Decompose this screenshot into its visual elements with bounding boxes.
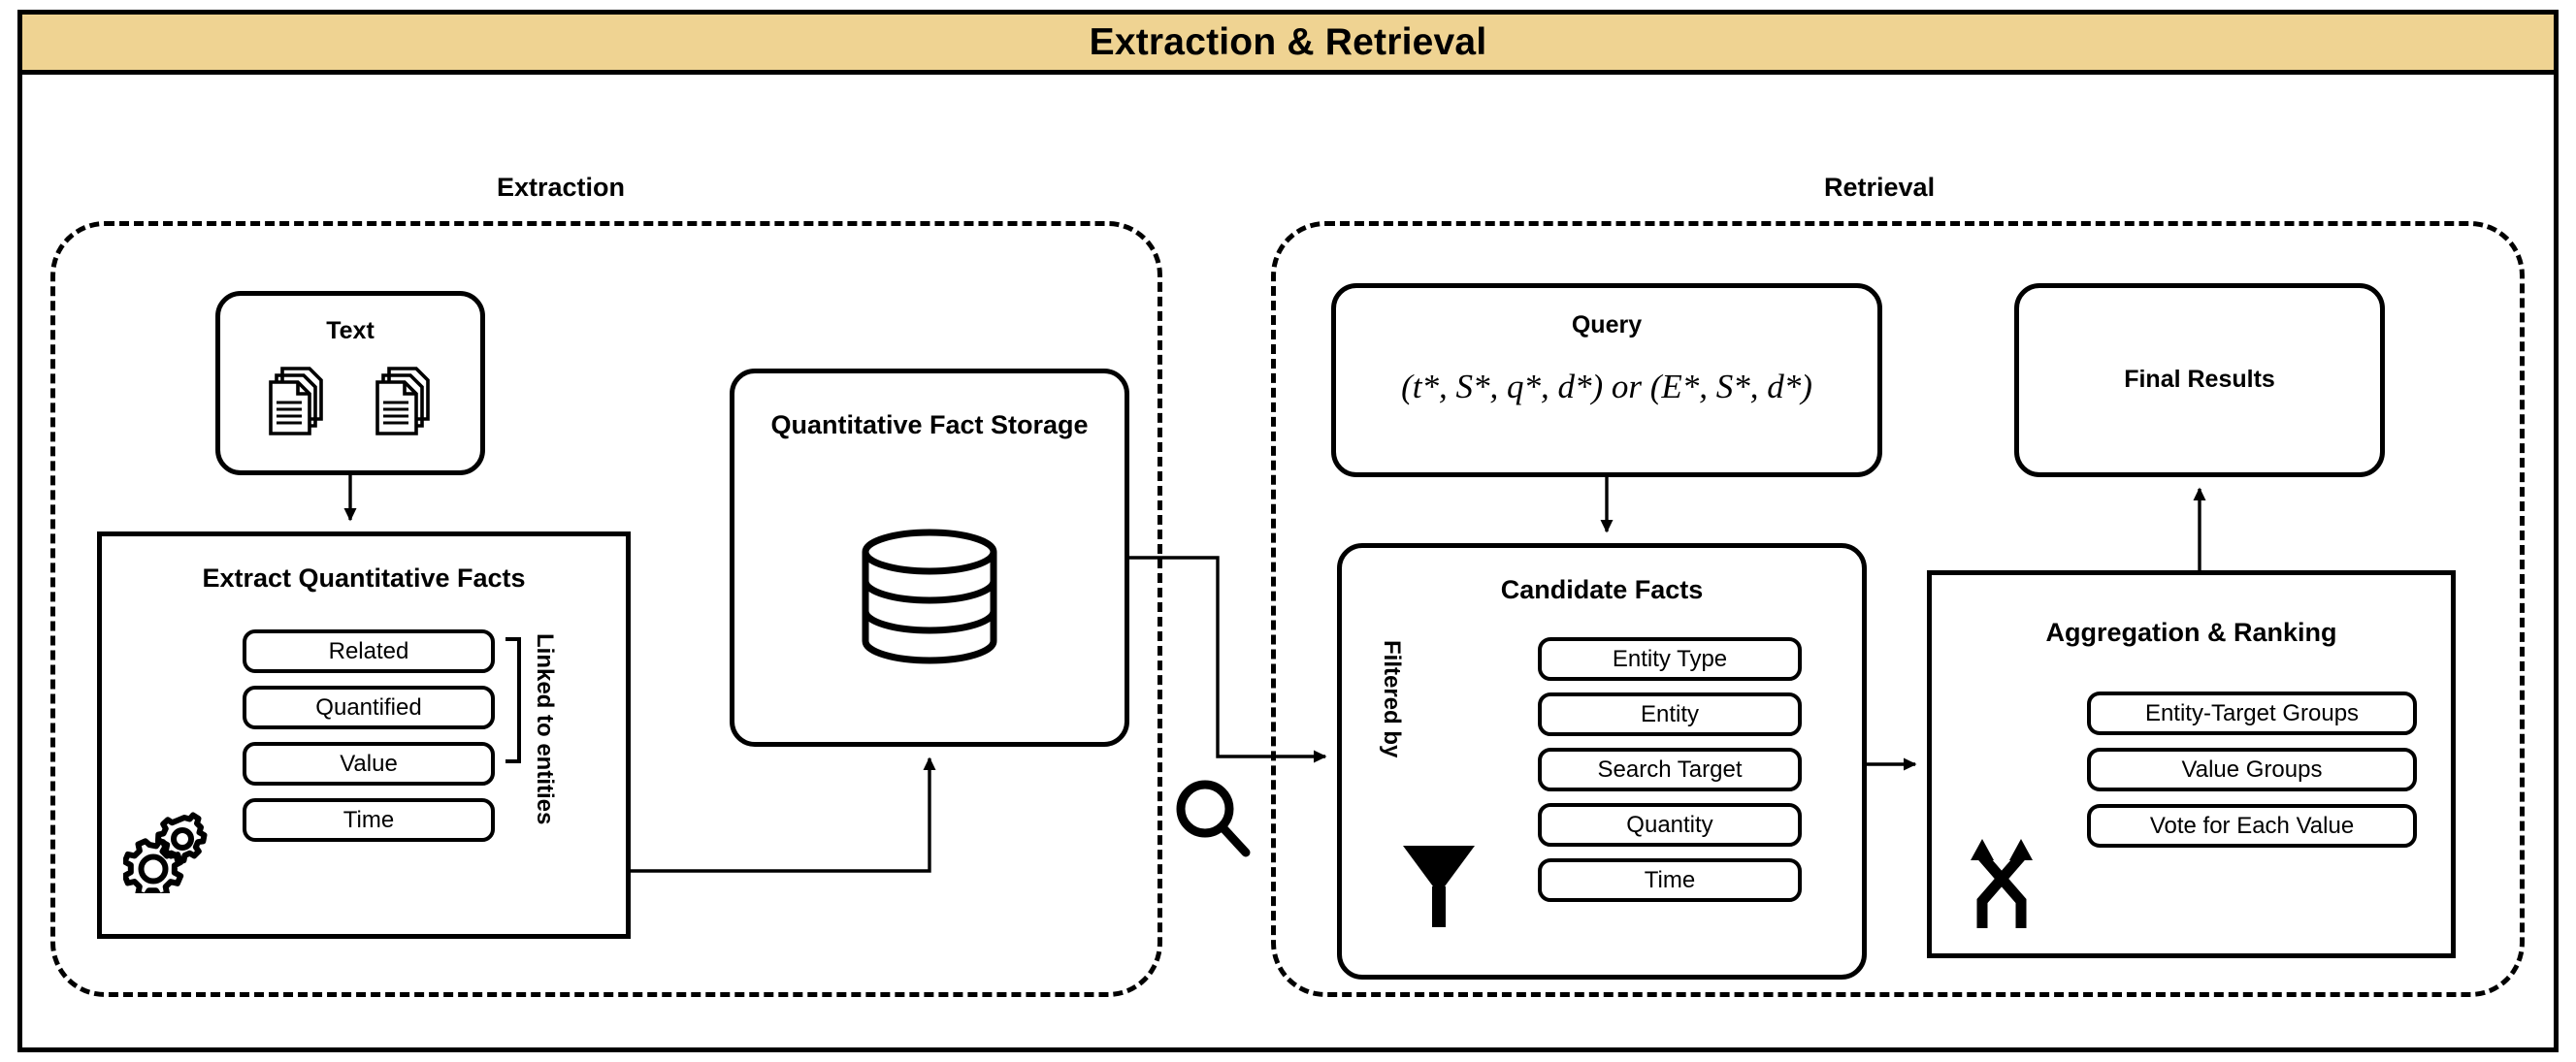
database-cylinder-icon: [849, 529, 1010, 669]
field-pill-value-groups: Value Groups: [2087, 748, 2417, 791]
aggregation-ranking-box: Aggregation & Ranking Entity-Target Grou…: [1927, 570, 2456, 958]
field-pill-quantified: Quantified: [243, 686, 495, 729]
extract-quantitative-facts-box: Extract Quantitative Facts Related Quant…: [97, 531, 631, 939]
aggregation-field-list: Entity-Target Groups Value Groups Vote f…: [2087, 692, 2417, 848]
field-pill-related: Related: [243, 629, 495, 673]
text-box-title: Text: [326, 317, 375, 344]
field-pill-entity-target-groups: Entity-Target Groups: [2087, 692, 2417, 735]
document-stack-icon: [374, 366, 434, 442]
figure-title: Extraction & Retrieval: [1089, 20, 1487, 63]
field-pill-value: Value: [243, 742, 495, 786]
figure-title-banner: Extraction & Retrieval: [22, 15, 2554, 75]
extract-box-title: Extract Quantitative Facts: [202, 563, 526, 593]
linked-entities-bracket: [505, 637, 521, 763]
candidate-facts-title: Candidate Facts: [1500, 575, 1704, 604]
funnel-filter-icon: [1397, 836, 1481, 938]
storage-box-title: Quantitative Fact Storage: [770, 410, 1089, 439]
search-magnifier-icon: [1172, 776, 1255, 868]
retrieval-section-caption: Retrieval: [1824, 173, 1936, 202]
query-box: Query (t*, S*, q*, d*) or (E*, S*, d*): [1331, 283, 1882, 477]
document-stack-icon: [267, 366, 327, 442]
gears-icon: [121, 808, 212, 900]
query-formula: (t*, S*, q*, d*) or (E*, S*, d*): [1401, 368, 1812, 405]
field-pill-entity: Entity: [1538, 692, 1802, 736]
final-results-title: Final Results: [2124, 366, 2275, 393]
split-arrows-icon: [1961, 827, 2044, 939]
text-box: Text: [215, 291, 485, 475]
text-box-icons: [220, 366, 480, 442]
field-pill-search-target: Search Target: [1538, 748, 1802, 791]
field-pill-vote-for-each-value: Vote for Each Value: [2087, 804, 2417, 848]
field-pill-entity-type: Entity Type: [1538, 637, 1802, 681]
field-pill-time: Time: [243, 798, 495, 842]
aggregation-ranking-title: Aggregation & Ranking: [2045, 618, 2337, 647]
candidate-facts-box: Candidate Facts Entity Type Entity Searc…: [1337, 543, 1867, 980]
field-pill-time: Time: [1538, 858, 1802, 902]
linked-to-entities-label: Linked to entities: [532, 633, 558, 825]
quantitative-fact-storage-box: Quantitative Fact Storage: [730, 369, 1129, 747]
extraction-section-caption: Extraction: [497, 173, 626, 202]
final-results-box: Final Results: [2014, 283, 2385, 477]
extract-field-list: Related Quantified Value Time: [243, 629, 495, 842]
filtered-by-label: Filtered by: [1379, 640, 1405, 758]
field-pill-quantity: Quantity: [1538, 803, 1802, 847]
query-box-title: Query: [1571, 311, 1643, 338]
candidate-field-list: Entity Type Entity Search Target Quantit…: [1538, 637, 1802, 902]
